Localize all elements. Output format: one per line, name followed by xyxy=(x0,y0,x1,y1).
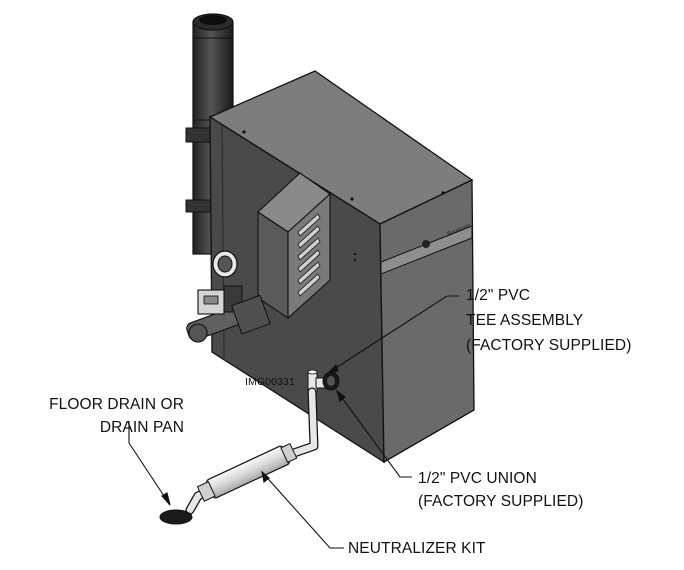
control-box xyxy=(257,172,331,320)
cabinet-side xyxy=(379,178,475,464)
air-intake-port xyxy=(212,250,238,278)
union-callout-line1: 1/2" PVC UNION xyxy=(418,470,537,487)
leader-lines xyxy=(128,295,459,549)
floor-drain xyxy=(159,509,193,525)
neutralizer-cylinder xyxy=(196,442,298,502)
floor-drain-callout-line1: FLOOR DRAIN OR xyxy=(49,396,184,413)
image-code: IMG00331 xyxy=(245,376,295,388)
boiler-cabinet: Burnham xyxy=(208,70,475,464)
tee-callout-line3: (FACTORY SUPPLIED) xyxy=(466,337,632,354)
gas-valve-assembly xyxy=(186,285,271,343)
pvc-union xyxy=(322,371,340,391)
neutralizer-callout: NEUTRALIZER KIT xyxy=(348,540,486,557)
floor-drain-callout-line2: DRAIN PAN xyxy=(99,419,184,436)
tee-callout-line1: 1/2" PVC xyxy=(466,287,531,304)
union-callout-line2: (FACTORY SUPPLIED) xyxy=(418,493,584,510)
tee-callout-line2: TEE ASSEMBLY xyxy=(466,312,584,329)
louvers xyxy=(297,213,321,297)
side-rail xyxy=(380,225,473,275)
